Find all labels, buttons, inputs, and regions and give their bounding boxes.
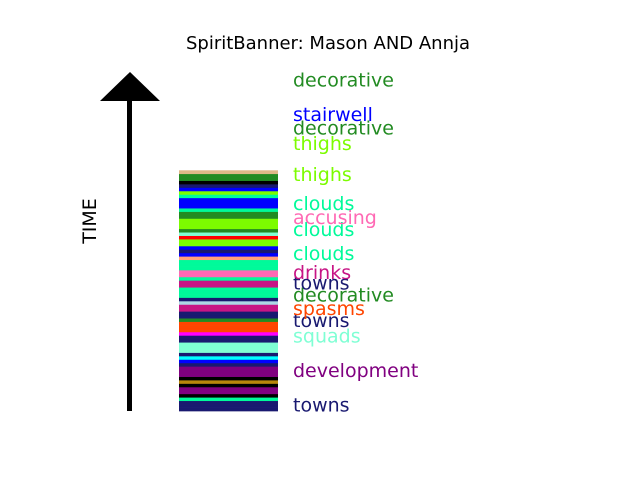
stripe-11 [179, 369, 278, 374]
stripe-27 [179, 314, 278, 319]
stripe-8 [179, 380, 278, 384]
stripe-54 [179, 221, 278, 226]
stripe-50 [179, 235, 278, 240]
stripe-18 [179, 345, 278, 350]
stripe-40 [179, 270, 278, 274]
stripe-64 [179, 187, 278, 192]
stripe-31 [179, 300, 278, 305]
time-axis: TIME [79, 72, 160, 411]
stripe-14 [179, 359, 278, 364]
stripe-46 [179, 249, 278, 254]
stripe-16 [179, 352, 278, 357]
stripe-36 [179, 283, 278, 288]
stripe-41 [179, 266, 278, 271]
stripe-label: decorative [293, 118, 394, 140]
stripe-3 [179, 397, 278, 402]
stripe-9 [179, 376, 278, 381]
stripe-37 [179, 280, 278, 285]
stripe-bar [179, 170, 278, 412]
stripe-7 [179, 383, 278, 388]
stripe-5 [179, 390, 278, 395]
stripe-35 [179, 287, 278, 291]
stripe-1 [179, 404, 278, 408]
stripe-26 [179, 318, 278, 322]
stripe-59 [179, 204, 278, 209]
chart-title: SpiritBanner: Mason AND Annja [186, 33, 470, 54]
stripe-56 [179, 214, 278, 219]
stripe-label: towns [293, 272, 350, 294]
stripe-67 [179, 177, 278, 181]
stripe-label: towns [293, 310, 350, 332]
stripe-48 [179, 242, 278, 247]
stripe-29 [179, 307, 278, 312]
stripe-66 [179, 180, 278, 185]
stripe-2 [179, 400, 278, 405]
stripe-label: development [293, 360, 418, 382]
stripe-24 [179, 325, 278, 329]
stripe-51 [179, 232, 278, 236]
stripe-label: decorative [293, 284, 394, 306]
stripe-32 [179, 297, 278, 302]
time-arrow-shaft [127, 98, 132, 411]
stripe-69 [179, 170, 278, 175]
stripe-62 [179, 194, 278, 199]
stripe-52 [179, 228, 278, 233]
stripe-label: decorative [293, 69, 394, 91]
stripe-22 [179, 331, 278, 336]
stripe-39 [179, 273, 278, 278]
stripe-30 [179, 304, 278, 309]
stripe-label: clouds [293, 243, 354, 265]
stripe-33 [179, 294, 278, 298]
stripe-60 [179, 201, 278, 206]
stripe-28 [179, 311, 278, 316]
stripe-55 [179, 218, 278, 223]
stripe-label: thighs [293, 133, 352, 155]
stripe-15 [179, 355, 278, 360]
stripe-17 [179, 349, 278, 353]
stripe-label: drinks [293, 262, 351, 284]
stripe-labels: townsdevelopmentsquadstownsspasmsdecorat… [293, 69, 418, 416]
stripe-63 [179, 190, 278, 195]
stripe-label: spasms [293, 298, 365, 320]
stripe-label: accusing [293, 207, 377, 229]
time-arrow-head-icon [100, 72, 160, 101]
y-axis-label: TIME [79, 198, 101, 245]
stripe-0 [179, 407, 278, 412]
stripe-21 [179, 335, 278, 340]
stripe-44 [179, 256, 278, 261]
stripe-10 [179, 373, 278, 377]
stripe-38 [179, 276, 278, 281]
stripe-68 [179, 173, 278, 178]
stripe-label: thighs [293, 164, 352, 186]
stripe-34 [179, 290, 278, 295]
stripe-label: towns [293, 394, 350, 416]
stripe-label: squads [293, 326, 361, 348]
stripe-13 [179, 362, 278, 367]
stripe-25 [179, 321, 278, 326]
stripe-12 [179, 366, 278, 371]
stripe-label: stairwell [293, 104, 373, 126]
stripe-4 [179, 393, 278, 398]
stripe-23 [179, 328, 278, 333]
stripe-47 [179, 245, 278, 250]
stripe-42 [179, 263, 278, 267]
stripe-6 [179, 386, 278, 391]
stripe-45 [179, 252, 278, 257]
stripe-65 [179, 184, 278, 188]
stripe-43 [179, 259, 278, 264]
stripe-61 [179, 197, 278, 202]
stripe-53 [179, 225, 278, 230]
stripe-19 [179, 342, 278, 347]
stripe-label: clouds [293, 193, 354, 215]
stripe-20 [179, 338, 278, 343]
stripe-label: clouds [293, 219, 354, 241]
stripe-58 [179, 208, 278, 212]
stripe-57 [179, 211, 278, 216]
stripe-49 [179, 239, 278, 243]
